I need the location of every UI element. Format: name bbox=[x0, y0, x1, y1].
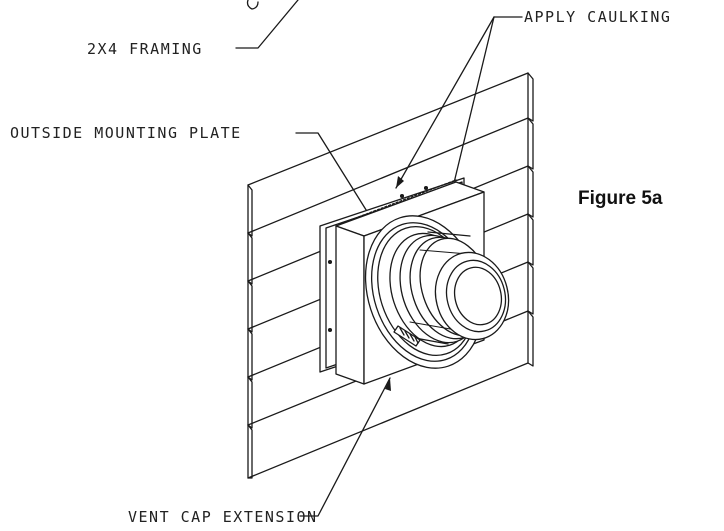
arrow-caulk-top bbox=[396, 176, 404, 188]
leader-framing bbox=[235, 0, 299, 49]
arrow-vent-cap bbox=[385, 378, 391, 391]
vent-terminal bbox=[364, 215, 510, 369]
label-vent-cap-extension: VENT CAP EXTENSION bbox=[128, 508, 318, 526]
leader-vent-cap bbox=[299, 377, 391, 517]
label-2x4-framing: 2X4 FRAMING bbox=[87, 40, 203, 58]
label-apply-caulking: APPLY CAULKING bbox=[524, 8, 672, 26]
label-outside-mounting-plate: OUTSIDE MOUNTING PLATE bbox=[10, 124, 242, 142]
leader-caulking-to-top-edge bbox=[395, 16, 495, 189]
leader-mounting-plate bbox=[295, 132, 389, 246]
figure-caption: Figure 5a bbox=[578, 188, 663, 209]
framing-fragment bbox=[246, 0, 259, 10]
